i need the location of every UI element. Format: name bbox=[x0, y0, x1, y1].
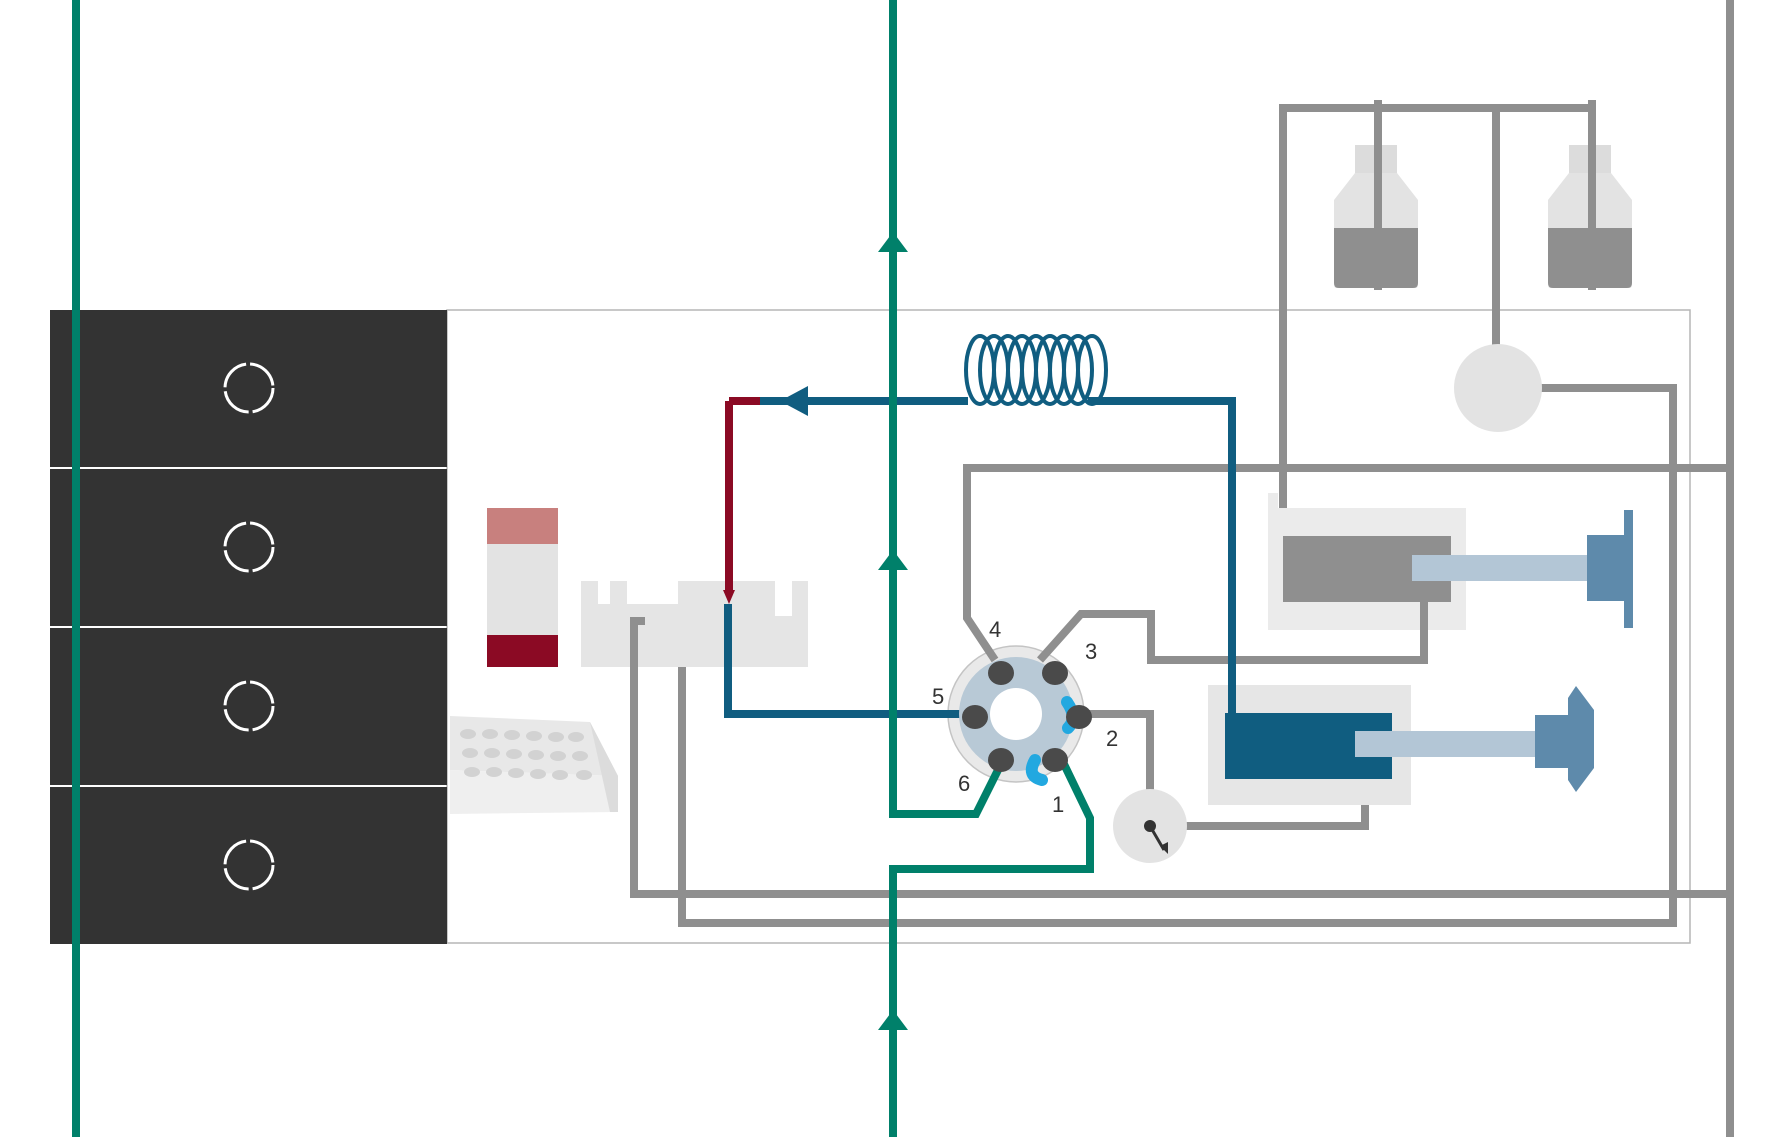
port-label-1: 1 bbox=[1052, 792, 1064, 817]
valve-port-4[interactable] bbox=[988, 661, 1014, 685]
port-label-3: 3 bbox=[1085, 639, 1097, 664]
drawer-4-circle-icon bbox=[223, 839, 275, 891]
gray-tubing bbox=[630, 0, 1734, 1137]
drawer-2[interactable] bbox=[50, 469, 447, 626]
sample-vial bbox=[487, 508, 558, 667]
arrow-up-icon bbox=[878, 232, 908, 252]
syringe-pump-lower bbox=[1208, 685, 1594, 805]
valve-port-6[interactable] bbox=[988, 748, 1014, 772]
arrow-left-icon bbox=[780, 386, 808, 416]
drawer-1[interactable] bbox=[50, 310, 447, 467]
degasser bbox=[1454, 344, 1542, 432]
green-flow bbox=[72, 0, 1094, 1137]
sample-needle bbox=[723, 397, 762, 604]
valve-ports bbox=[962, 661, 1092, 772]
arrow-up-icon bbox=[878, 1010, 908, 1030]
drawer-1-circle-icon bbox=[223, 362, 275, 414]
valve-port-3[interactable] bbox=[1042, 661, 1068, 685]
valve-port-5[interactable] bbox=[962, 705, 988, 729]
port-label-4: 4 bbox=[989, 617, 1001, 642]
drawer-3-circle-icon bbox=[223, 680, 275, 732]
port-label-2: 2 bbox=[1106, 726, 1118, 751]
drawer-4[interactable] bbox=[50, 787, 447, 944]
autosampler-drawers bbox=[50, 310, 447, 944]
well-plate bbox=[450, 716, 618, 814]
syringe-pump-upper bbox=[1268, 493, 1633, 630]
module-outline bbox=[446, 309, 1691, 944]
port-label-6: 6 bbox=[958, 771, 970, 796]
pressure-sensor bbox=[1113, 789, 1187, 863]
valve-port-2[interactable] bbox=[1066, 705, 1092, 729]
drawer-2-circle-icon bbox=[223, 521, 275, 573]
drawer-3[interactable] bbox=[50, 628, 447, 785]
wash-station bbox=[581, 581, 808, 667]
arrow-up-icon bbox=[878, 550, 908, 570]
valve-port-1[interactable] bbox=[1042, 748, 1068, 772]
port-label-5: 5 bbox=[932, 684, 944, 709]
sample-loop-coil bbox=[964, 334, 1108, 406]
